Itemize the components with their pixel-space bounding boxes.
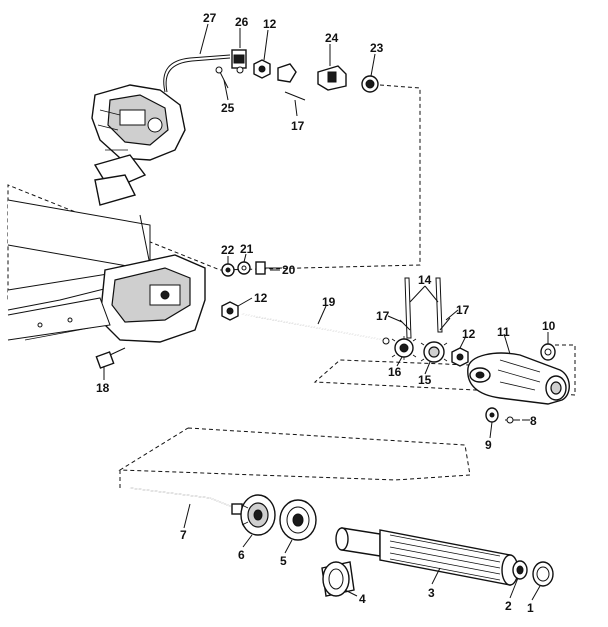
cotter-pins-14 — [404, 277, 443, 339]
label-part-23: 23 — [370, 41, 384, 55]
splined-shaft-3 — [335, 527, 519, 586]
label-part-16: 16 — [388, 365, 402, 379]
washer-10 — [540, 343, 556, 361]
label-part-1: 1 — [527, 601, 534, 615]
drive-cable-7 — [129, 487, 243, 515]
nut-23 — [361, 75, 379, 93]
gear-15 — [420, 341, 448, 363]
label-part-4: 4 — [359, 592, 366, 606]
label-part-19: 20 — [282, 263, 296, 277]
nut-12-right — [451, 347, 469, 367]
bolt-19 — [255, 261, 282, 275]
bushing-5 — [279, 499, 317, 541]
label-part-17-top: 17 — [291, 119, 305, 133]
fitting-26 — [231, 49, 247, 74]
label-part-9: 9 — [485, 438, 492, 452]
clamp-24 — [317, 65, 347, 91]
label-part-2: 2 — [505, 599, 512, 613]
label-part-22: 18 — [96, 381, 110, 395]
label-part-18: 19 — [322, 295, 336, 309]
label-part-24: 24 — [325, 31, 339, 45]
cable-27 — [163, 54, 231, 93]
label-part-26: 26 — [235, 15, 249, 29]
washer-9 — [485, 407, 499, 423]
label-part-20: 21 — [240, 242, 254, 256]
screw-8 — [505, 416, 520, 424]
bracket-top — [277, 63, 306, 101]
gear-16 — [391, 336, 417, 360]
label-part-15: 15 — [418, 373, 432, 387]
label-part-10: 10 — [542, 319, 556, 333]
nut-12-top — [253, 59, 271, 79]
assembly-guide-lines — [7, 84, 576, 490]
washer-21 — [221, 263, 235, 277]
label-part-25: 25 — [221, 101, 235, 115]
label-part-5: 5 — [280, 554, 287, 568]
label-part-12-middle: 12 — [254, 291, 268, 305]
steering-housing-11 — [467, 352, 570, 405]
steering-rod-18 — [241, 313, 390, 345]
bearing-4 — [321, 561, 355, 597]
carburetor-assembly — [91, 84, 186, 206]
washer-20 — [237, 261, 251, 275]
label-part-12-top: 12 — [263, 17, 277, 31]
label-part-27: 27 — [203, 11, 217, 25]
transom-structure — [7, 199, 206, 343]
screw-25 — [215, 66, 229, 89]
label-part-12-right: 12 — [462, 327, 476, 341]
cap-1 — [532, 561, 554, 587]
label-part-21: 22 — [221, 243, 235, 257]
label-part-8: 8 — [530, 414, 537, 428]
label-part-14: 14 — [418, 273, 432, 287]
label-part-7: 7 — [180, 528, 187, 542]
bolt-22 — [95, 347, 126, 369]
washer-2 — [512, 560, 528, 580]
part-labels: 27 26 12 24 23 25 17 22 21 20 12 19 17 1… — [96, 11, 556, 615]
label-part-11: 11 — [497, 325, 510, 339]
nut-12-middle — [221, 301, 239, 321]
label-part-3: 3 — [428, 586, 435, 600]
label-part-17-right: 17 — [456, 303, 470, 317]
label-part-17-left: 17 — [376, 309, 390, 323]
label-leader-lines — [103, 23, 549, 601]
coupler-6 — [240, 494, 276, 536]
label-part-6: 6 — [238, 548, 245, 562]
pin-17-right — [439, 317, 451, 331]
